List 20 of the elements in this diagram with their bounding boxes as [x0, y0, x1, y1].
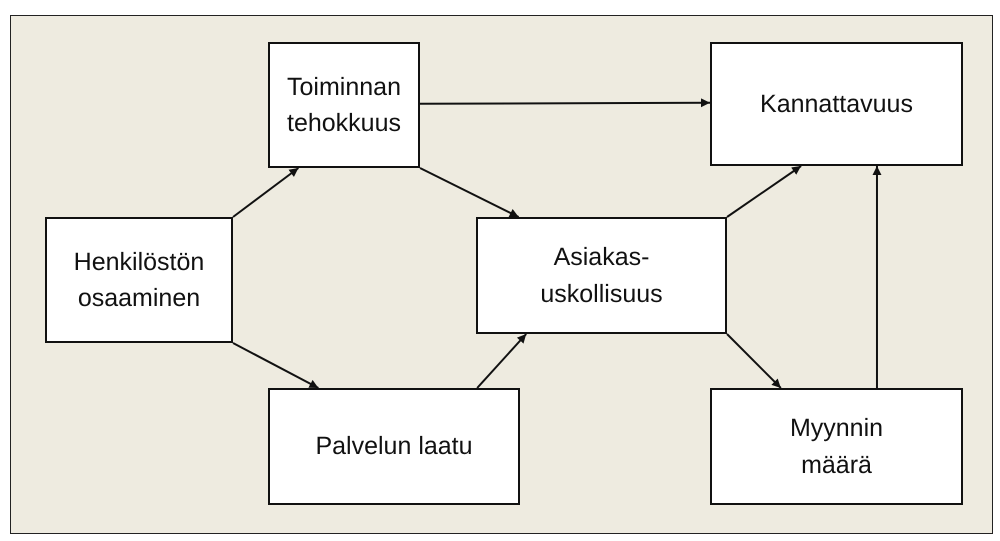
arrow	[420, 167, 520, 218]
box-label: Toiminnan tehokkuus	[286, 72, 402, 139]
process-box	[268, 42, 420, 168]
box-label: Palvelun laatu	[314, 431, 474, 462]
process-box	[710, 388, 963, 505]
arrow	[420, 98, 710, 108]
box-label: Asiakas-uskollisuus	[539, 242, 664, 310]
box-label: Kannattavuus	[759, 88, 914, 120]
process-box	[710, 42, 963, 166]
process-box	[476, 217, 727, 334]
arrow	[872, 166, 882, 388]
process-box	[45, 217, 233, 343]
box-label: Henkilöstön osaaminen	[72, 246, 206, 314]
arrow	[232, 167, 299, 218]
arrow	[726, 165, 802, 218]
arrow	[476, 333, 527, 389]
arrow	[232, 342, 319, 389]
box-label: Myynnin määrä	[788, 413, 884, 480]
process-box	[268, 388, 520, 505]
arrow	[726, 333, 782, 389]
